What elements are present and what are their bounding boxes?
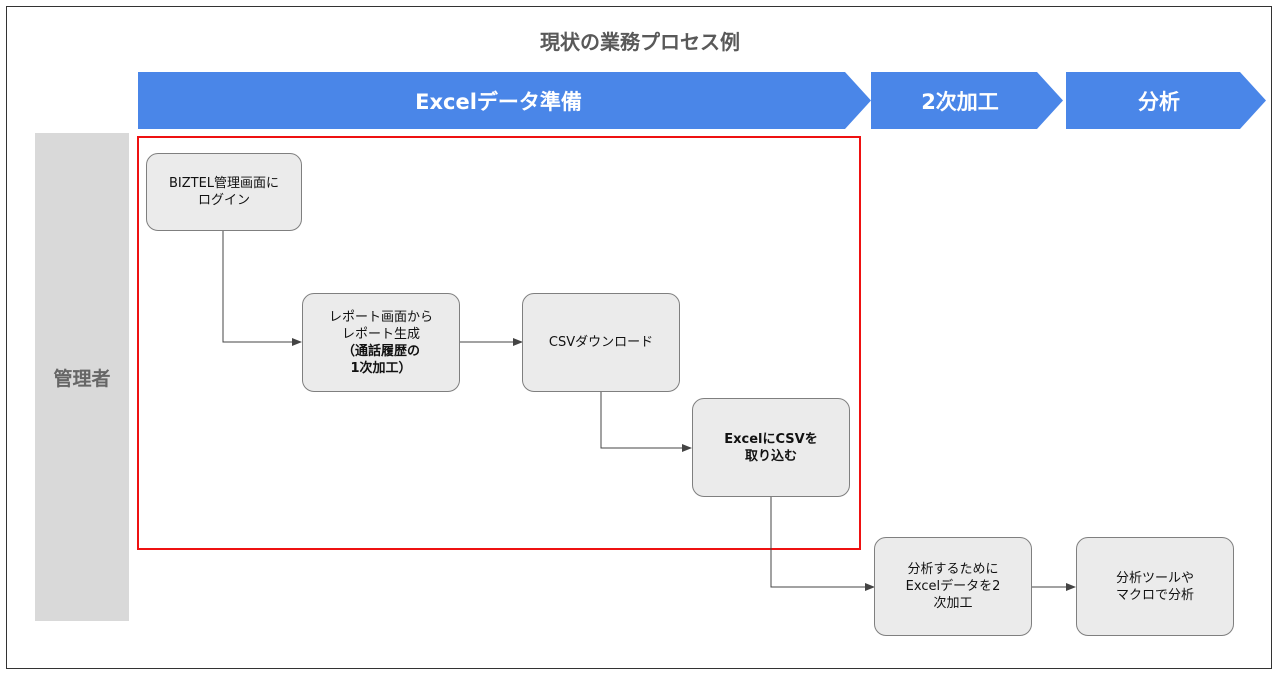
node-text: Excelデータを2 bbox=[905, 579, 1001, 594]
node-text: BIZTEL管理画面に bbox=[168, 176, 280, 191]
node-text: 分析ツールや bbox=[1115, 570, 1194, 586]
node-text: レポート画面から bbox=[328, 309, 433, 325]
phase-label: 分析 bbox=[1138, 89, 1180, 114]
node-report: レポート画面から レポート生成 （通話履歴の 1次加工） bbox=[302, 293, 460, 392]
node-excel-import: ExcelにCSVを取り込む bbox=[692, 398, 850, 497]
node-text-bold: 1次加工） bbox=[350, 360, 412, 376]
node-text-bold: ExcelにCSVを bbox=[724, 431, 818, 447]
phase-label: Excelデータ準備 bbox=[415, 89, 582, 114]
node-text: 分析するために bbox=[907, 562, 999, 577]
phase-label: 2次加工 bbox=[921, 89, 999, 114]
node-text-bold: 取り込む bbox=[744, 448, 797, 464]
node-text: 次加工 bbox=[933, 596, 973, 611]
node-text-bold: （通話履歴の bbox=[341, 343, 420, 359]
swimlane-admin: 管理者 bbox=[35, 133, 129, 621]
diagram-title: 現状の業務プロセス例 bbox=[540, 30, 740, 54]
edge-csv-import bbox=[600, 392, 692, 452]
node-analysis: 分析ツールやマクロで分析 bbox=[1076, 537, 1234, 636]
edge-login-report bbox=[222, 230, 302, 346]
node-login: BIZTEL管理画面にログイン bbox=[146, 153, 302, 231]
highlight-box bbox=[137, 136, 861, 550]
node-text: レポート生成 bbox=[341, 326, 420, 342]
phase-secondary-processing: 2次加工 bbox=[871, 72, 1063, 129]
node-text: CSVダウンロード bbox=[548, 335, 654, 350]
node-csv-download: CSVダウンロード bbox=[522, 293, 680, 392]
lane-label: 管理者 bbox=[53, 367, 111, 390]
node-secondary-processing: 分析するために Excelデータを2 次加工 bbox=[874, 537, 1032, 636]
node-text: ログイン bbox=[197, 193, 250, 208]
phase-analysis: 分析 bbox=[1066, 72, 1266, 129]
phase-excel-prep: Excelデータ準備 bbox=[138, 72, 871, 129]
node-text: マクロで分析 bbox=[1115, 587, 1194, 603]
edge-import-secondary bbox=[770, 497, 875, 591]
